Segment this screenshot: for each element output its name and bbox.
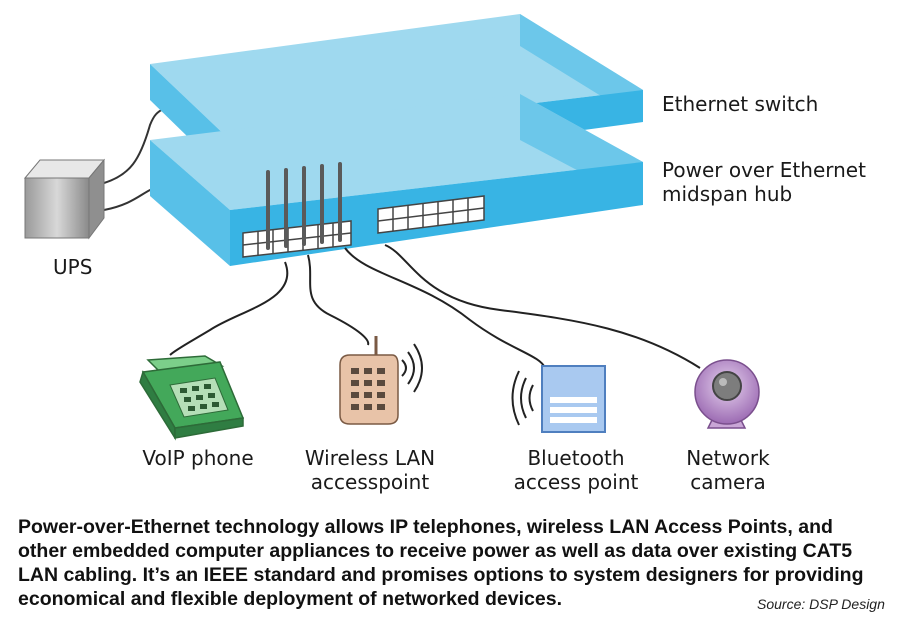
caption-line: other embedded computer appliances to re… bbox=[18, 540, 853, 562]
poe-hub-label-line1: Power over Ethernet bbox=[662, 158, 866, 182]
bluetooth-ap-icon bbox=[511, 365, 606, 433]
bluetooth-ap-label-line1: Bluetooth bbox=[527, 446, 625, 470]
device-cables bbox=[169, 244, 701, 369]
caption-line: Power-over-Ethernet technology allows IP… bbox=[18, 516, 833, 538]
caption: Power-over-Ethernet technology allows IP… bbox=[18, 515, 888, 620]
patch-cables bbox=[266, 162, 342, 250]
ethernet-switch-label: Ethernet switch bbox=[662, 92, 819, 116]
poe-hub-label-line2: midspan hub bbox=[662, 182, 793, 206]
wireless-ap-icon bbox=[339, 336, 423, 425]
ups-label: UPS bbox=[53, 255, 93, 279]
voip-phone-label: VoIP phone bbox=[142, 446, 254, 470]
caption-line: LAN cabling. It’s an IEEE standard and p… bbox=[18, 564, 864, 586]
voip-phone-icon bbox=[139, 355, 245, 441]
source-credit: Source: DSP Design bbox=[757, 596, 885, 612]
hub-ports-right bbox=[377, 195, 485, 234]
hub-top-face bbox=[150, 94, 643, 210]
ups-unit bbox=[23, 158, 106, 240]
wireless-ap-label-line1: Wireless LAN bbox=[304, 446, 436, 470]
switch-top-face bbox=[150, 14, 643, 140]
network-camera-icon bbox=[694, 359, 760, 429]
caption-line: economical and flexible deployment of ne… bbox=[18, 588, 562, 610]
bluetooth-ap-label-line2: access point bbox=[513, 470, 639, 494]
wireless-ap-label-line2: accesspoint bbox=[310, 470, 430, 494]
network-camera-label-line1: Network bbox=[686, 446, 770, 470]
hub-left-face bbox=[150, 140, 230, 266]
network-camera-label-line2: camera bbox=[690, 470, 766, 494]
